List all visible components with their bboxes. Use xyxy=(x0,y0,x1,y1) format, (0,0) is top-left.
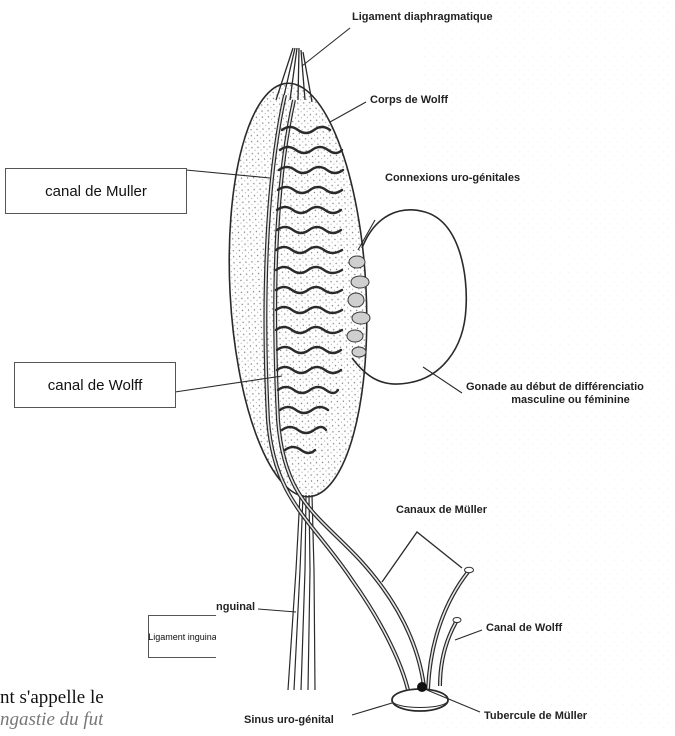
label-connexions-uro-genitales: Connexions uro-génitales xyxy=(385,172,520,185)
partial-text-line2: ngastie du fut xyxy=(0,709,103,729)
partial-text-line1: nt s'appelle le xyxy=(0,687,104,709)
label-gonade-line2: masculine ou féminine xyxy=(466,394,675,407)
label-ligament-diaphragmatique: Ligament diaphragmatique xyxy=(352,11,493,24)
leader-ligament-diaphragmatique xyxy=(302,28,350,66)
label-sinus-uro-genital: Sinus uro-génital xyxy=(244,714,334,727)
leader-corps-de-wolff xyxy=(330,102,366,122)
label-gonade-line1: Gonade au début de différenciatio xyxy=(466,381,675,394)
annotation-box-ligament-inguinal: Ligament inguina xyxy=(148,615,216,658)
label-inguinal-fragment: nguinal xyxy=(216,601,255,614)
label-canal-de-wolff-lower: Canal de Wolff xyxy=(486,622,562,635)
corps-de-wolff-shape xyxy=(219,80,376,501)
annotation-box-canal-de-muller-real: canal de Muller xyxy=(5,168,187,214)
label-tubercule-de-muller: Tubercule de Müller xyxy=(484,710,587,723)
label-canaux-de-muller: Canaux de Müller xyxy=(396,504,487,517)
label-corps-de-wolff: Corps de Wolff xyxy=(370,94,448,107)
leader-inguinal xyxy=(258,609,296,612)
annotation-box-canal-de-wolff: canal de Wolff xyxy=(14,362,176,408)
tubercule-de-muller-shape xyxy=(417,682,427,692)
label-gonade: Gonade au début de différenciatio mascul… xyxy=(466,381,675,407)
leader-sinus xyxy=(352,703,392,715)
